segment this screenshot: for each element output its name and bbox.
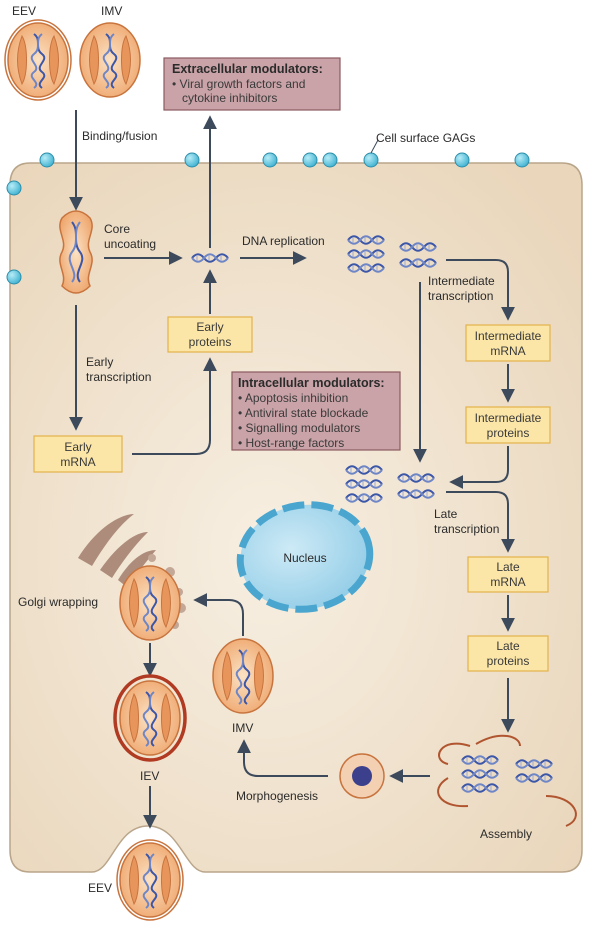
imv-virion-icon [79, 22, 141, 98]
golgi-wrapping-label: Golgi wrapping [18, 595, 98, 609]
intracellular-item-2: • Antiviral state blockade [238, 406, 369, 420]
intermediate-proteins-line-2: proteins [487, 426, 530, 440]
iev-label: IEV [140, 769, 159, 783]
imv-to-golgi-arrow [193, 593, 244, 636]
intermediate-proteins-arrow [449, 446, 509, 489]
cell-surface-gags-label: Cell surface GAGs [376, 131, 475, 145]
eev-label-bottom: EEV [88, 881, 112, 895]
extracellular-item-2: cytokine inhibitors [182, 91, 277, 105]
late-proteins-line-2: proteins [487, 654, 530, 668]
intermediate-proteins-line-1: Intermediate [475, 411, 542, 425]
early-translation-arrow [132, 357, 217, 455]
intermediate-mrna-line-1: Intermediate [475, 329, 542, 343]
dna-replication-label: DNA replication [242, 234, 325, 248]
wrapping-virion-icon [119, 565, 181, 641]
eev-virion-icon [7, 22, 69, 98]
intermediate-proteins-box [465, 406, 551, 444]
morphogenesis-arrow [237, 739, 328, 777]
early-transcription-label-2: transcription [86, 370, 151, 384]
extracellular-item-1: • Viral growth factors and [172, 77, 305, 91]
cell-surface-gags [6, 139, 530, 285]
early-proteins-box [167, 316, 253, 353]
intermediate-transcription-label-2: transcription [428, 289, 493, 303]
intracellular-item-3: • Signalling modulators [238, 421, 360, 435]
assembly-label: Assembly [480, 827, 532, 841]
late-transcription-arrow [446, 491, 515, 553]
assembly-crescents [437, 734, 577, 827]
iev-membranes-icon [113, 674, 187, 762]
morphogenesis-label: Morphogenesis [236, 789, 318, 803]
early-mrna-line-2: mRNA [60, 455, 95, 469]
intracellular-item-1: • Apoptosis inhibition [238, 391, 348, 405]
core-label: Core [104, 222, 130, 236]
late-transcription-label-2: transcription [434, 522, 499, 536]
imv-label-inside: IMV [232, 721, 253, 735]
late-proteins-line-1: Late [496, 639, 520, 653]
early-transcription-label-1: Early [86, 355, 113, 369]
late-mrna-box [467, 556, 549, 593]
eev-virion-bottom-icon [119, 842, 181, 918]
intermediate-mrna-box [465, 324, 551, 362]
binding-fusion-label: Binding/fusion [82, 129, 157, 143]
iev-virion-icon [119, 680, 181, 756]
late-mrna-line-1: Late [496, 560, 520, 574]
late-transcription-label-1: Late [434, 507, 458, 521]
nucleus-label: Nucleus [283, 551, 326, 565]
extracellular-title: Extracellular modulators: [172, 62, 323, 76]
intermediate-transcription-arrow [446, 259, 515, 321]
intermediate-transcription-label-1: Intermediate [428, 274, 495, 288]
intermediate-mrna-line-2: mRNA [490, 344, 525, 358]
uncoating-core-icon [59, 210, 93, 294]
eev-envelope-icon [4, 19, 72, 101]
imv-label-top: IMV [101, 4, 122, 18]
early-mrna-line-1: Early [64, 440, 91, 454]
eev-bottom-envelope-icon [116, 839, 184, 921]
intracellular-modulators-box: Intracellular modulators: • Apoptosis in… [231, 371, 401, 451]
early-mrna-box [33, 435, 123, 473]
imv-virion-inside-icon [212, 638, 274, 714]
eev-label-top: EEV [12, 4, 36, 18]
intracellular-item-4: • Host-range factors [238, 436, 344, 450]
uncoating-label: uncoating [104, 237, 156, 251]
nucleus: Nucleus [236, 501, 374, 613]
early-proteins-line-1: Early [196, 320, 223, 334]
late-mrna-line-2: mRNA [490, 575, 525, 589]
intracellular-title: Intracellular modulators: [238, 376, 385, 390]
extracellular-modulators-box: Extracellular modulators: • Viral growth… [163, 57, 341, 111]
immature-virion-icon [339, 753, 385, 799]
late-proteins-box [467, 635, 549, 672]
early-proteins-line-2: proteins [189, 335, 232, 349]
